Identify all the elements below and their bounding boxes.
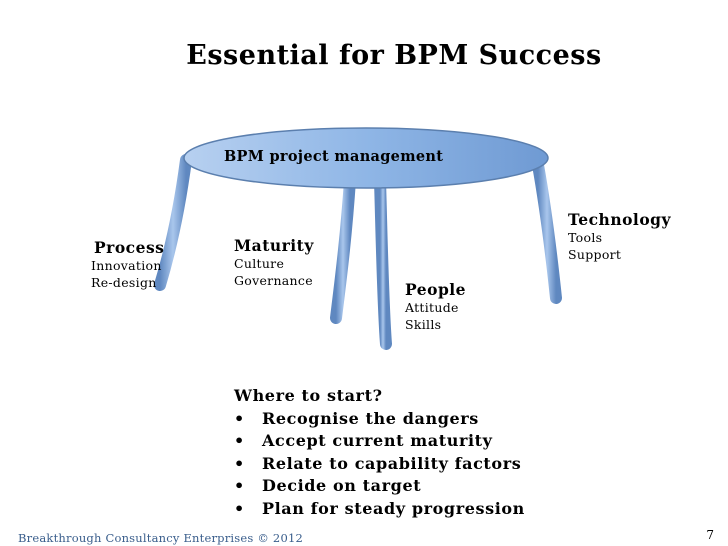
table-top-label: BPM project management <box>224 148 444 165</box>
where-to-start-heading: Where to start? <box>234 386 383 405</box>
where-to-start-list: Recognise the dangers Accept current mat… <box>234 408 525 521</box>
leg-maturity <box>330 174 356 324</box>
leg-process <box>154 154 192 291</box>
people-item: Attitude <box>405 300 459 315</box>
page-number: 7 <box>706 528 714 542</box>
list-item: Recognise the dangers <box>234 408 525 431</box>
process-heading: Process <box>94 238 165 257</box>
maturity-item: Governance <box>234 273 313 288</box>
footer-copyright: Breakthrough Consultancy Enterprises © 2… <box>18 531 303 545</box>
slide-title: Essential for BPM Success <box>186 40 602 71</box>
list-item: Accept current maturity <box>234 430 525 453</box>
leg-people <box>374 174 392 350</box>
process-group: Process Innovation Re-design <box>91 238 165 291</box>
maturity-item: Culture <box>234 256 285 271</box>
technology-item: Support <box>568 247 622 262</box>
maturity-heading: Maturity <box>234 236 314 255</box>
list-item: Decide on target <box>234 475 525 498</box>
table-top <box>183 127 549 189</box>
technology-heading: Technology <box>568 210 672 229</box>
people-heading: People <box>405 280 467 299</box>
where-to-start-block: Where to start? Recognise the dangers Ac… <box>234 385 525 520</box>
process-item: Re-design <box>91 275 157 290</box>
leg-technology <box>532 159 562 304</box>
technology-group: Technology Tools Support <box>568 210 671 263</box>
process-item: Innovation <box>91 258 162 273</box>
list-item: Plan for steady progression <box>234 498 525 521</box>
technology-item: Tools <box>568 230 603 245</box>
people-group: People Attitude Skills <box>405 280 466 333</box>
maturity-group: Maturity Culture Governance <box>234 236 314 289</box>
people-item: Skills <box>405 317 442 332</box>
list-item: Relate to capability factors <box>234 453 525 476</box>
